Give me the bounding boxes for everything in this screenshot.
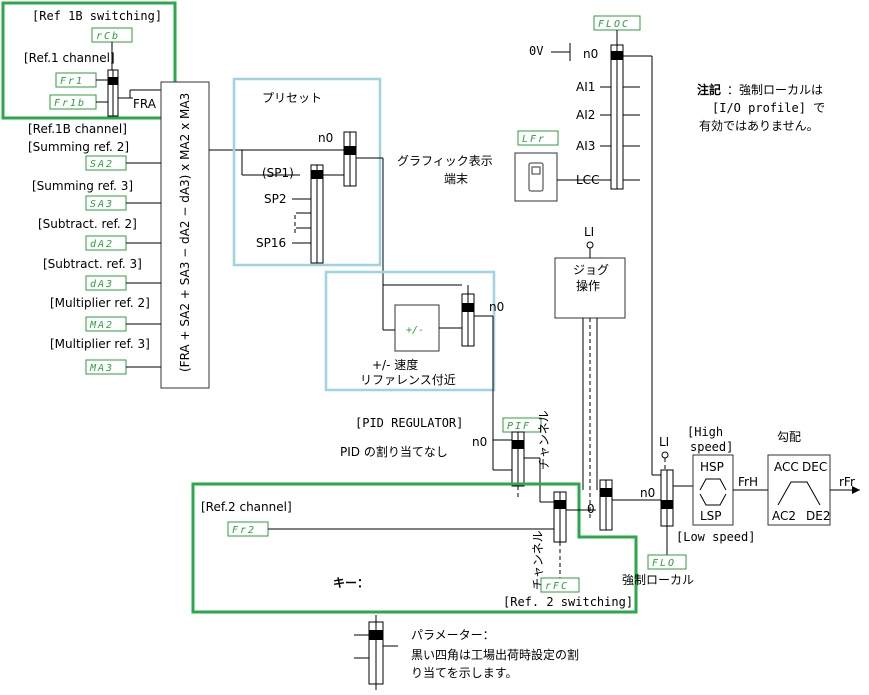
frh-label: FrH bbox=[738, 475, 758, 489]
note-bold: 注記 bbox=[697, 82, 721, 97]
terminal-label: 端末 bbox=[444, 172, 468, 186]
hsp-label: HSP bbox=[700, 460, 724, 474]
lcc-label: LCC bbox=[576, 173, 599, 187]
forced-n0: n0 bbox=[640, 486, 655, 500]
zero-label: 0 bbox=[587, 502, 595, 516]
dec-label: DEC bbox=[802, 460, 827, 474]
da2-code: dA2 bbox=[90, 239, 114, 250]
lfr-code: LFr bbox=[522, 134, 546, 145]
subtract3-label: [Subtract. ref. 3] bbox=[43, 257, 142, 271]
sp16-label: SP16 bbox=[256, 236, 286, 250]
summing3-label: [Summing ref. 3] bbox=[32, 179, 133, 193]
ov-label: 0V bbox=[529, 44, 543, 58]
low-speed-label: [Low speed] bbox=[676, 530, 755, 544]
note-line2: [I/O profile] で bbox=[712, 101, 825, 115]
plus-minus-symbol: +/- bbox=[406, 325, 424, 336]
preset-n0: n0 bbox=[318, 131, 333, 145]
multiplier2-label: [Multiplier ref. 2] bbox=[50, 296, 150, 310]
plus-minus-block bbox=[394, 304, 440, 352]
floc-code: FLOC bbox=[598, 19, 630, 30]
reference-near-label: リファレンス付近 bbox=[360, 373, 456, 387]
ac2-label: AC2 bbox=[772, 509, 796, 523]
speed-limit-block bbox=[692, 454, 734, 526]
ai3-label: AI3 bbox=[576, 139, 595, 153]
rfc-code: rFC bbox=[545, 581, 569, 592]
sp1-label: (SP1) bbox=[262, 166, 294, 180]
note-line3: 有効ではありません。 bbox=[699, 118, 819, 133]
lfr-param-box bbox=[517, 130, 559, 146]
ref1b-switching-label: [Ref 1B switching] bbox=[32, 9, 162, 23]
key-label: キー： bbox=[333, 576, 369, 590]
acc-label: ACC bbox=[774, 460, 799, 474]
pid-n0: n0 bbox=[472, 435, 487, 449]
fr2-code: Fr2 bbox=[232, 525, 256, 536]
preset-title: プリセット bbox=[262, 91, 322, 105]
de2-label: DE2 bbox=[806, 509, 830, 523]
plus-minus-n0: n0 bbox=[489, 300, 504, 314]
ai2-label: AI2 bbox=[576, 108, 595, 122]
rcb-code: rCb bbox=[96, 31, 120, 42]
ramp-block bbox=[767, 454, 831, 526]
pid-regulator-label: [PID REGULATOR] bbox=[355, 416, 463, 430]
legend-desc-line1: 黒い四角は工場出荷時設定の割 bbox=[411, 647, 579, 662]
summing2-label: [Summing ref. 2] bbox=[28, 140, 129, 154]
high-speed-label: [High bbox=[687, 425, 723, 439]
fr1-code: Fr1 bbox=[60, 76, 84, 87]
floc-n0: n0 bbox=[583, 47, 598, 61]
high-speed-label2: speed] bbox=[690, 440, 733, 454]
sp2-label: SP2 bbox=[264, 192, 287, 206]
sa2-code: SA2 bbox=[90, 159, 114, 170]
plus-minus-frame bbox=[324, 270, 496, 392]
ref2-highlight-frame bbox=[191, 482, 638, 614]
ma2-code: MA2 bbox=[89, 320, 114, 331]
jog-block bbox=[554, 257, 626, 319]
rfc-param-box bbox=[540, 577, 580, 593]
jog-label: ジョグ bbox=[573, 263, 609, 277]
channel-label-1: チャンネル bbox=[537, 410, 551, 470]
ai1-label: AI1 bbox=[576, 80, 595, 94]
ref2-switching-label: [Ref. 2 switching] bbox=[503, 595, 633, 609]
summing-formula: (FRA + SA2 + SA3 − dA2 − dA3) x MA2 x MA… bbox=[178, 93, 192, 372]
flo-code: FLO bbox=[652, 558, 676, 569]
sa3-code: SA3 bbox=[90, 199, 114, 210]
rfr-label: rFr bbox=[839, 475, 855, 489]
ref1-channel-label: [Ref.1 channel] bbox=[24, 51, 115, 65]
pid-not-assigned-label: PID の割り当てなし bbox=[340, 444, 448, 459]
forced-local-label: 強制ローカル bbox=[622, 573, 694, 587]
flo-param-box bbox=[647, 554, 687, 570]
fr1b-code: Fr1b bbox=[54, 98, 86, 109]
plus-minus-speed-label: +/- 速度 bbox=[372, 357, 418, 372]
summing-block bbox=[160, 81, 210, 389]
legend-parameter-label: パラメーター： bbox=[411, 628, 495, 642]
forced-li-label: LI bbox=[659, 435, 669, 449]
graphic-terminal-label: グラフィック表示 bbox=[397, 154, 493, 168]
ref1b-channel-label: [Ref.1B channel] bbox=[28, 122, 127, 136]
da3-code: dA3 bbox=[90, 279, 114, 290]
lsp-label: LSP bbox=[700, 509, 722, 523]
legend-desc-line2: り当てを示します。 bbox=[411, 666, 518, 680]
ma3-code: MA3 bbox=[89, 363, 114, 374]
note-line1: ：強制ローカルは bbox=[727, 83, 823, 97]
ref2-channel-label: [Ref.2 channel] bbox=[201, 500, 292, 514]
multiplier3-label: [Multiplier ref. 3] bbox=[50, 337, 150, 351]
channel-label-2: チャンネル bbox=[531, 530, 545, 590]
pif-code: PIF bbox=[507, 421, 531, 432]
jog-li-label: LI bbox=[584, 225, 594, 239]
jog-label2: 操作 bbox=[576, 278, 600, 293]
preset-frame bbox=[232, 77, 382, 267]
slope-label: 勾配 bbox=[777, 430, 801, 444]
subtract2-label: [Subtract. ref. 2] bbox=[38, 217, 137, 231]
fra-label: FRA bbox=[133, 97, 157, 111]
